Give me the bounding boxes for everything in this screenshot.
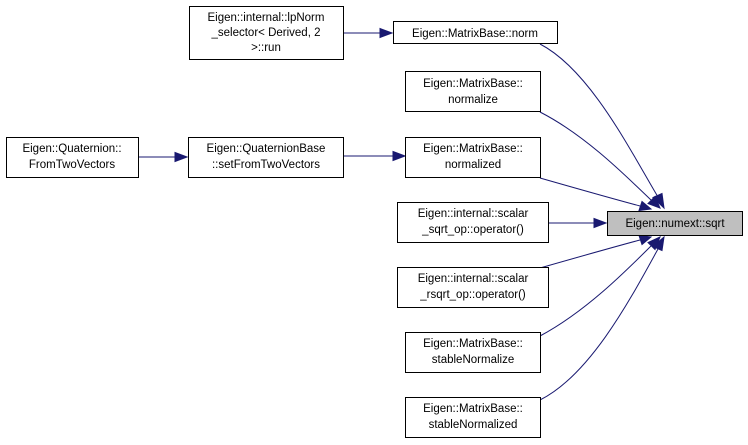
arrowhead-norm [379, 27, 394, 39]
edges [139, 27, 665, 401]
node-line: stableNormalized [429, 419, 518, 431]
node-line: Eigen::internal::scalar [418, 208, 529, 220]
arrowhead-sqrt-from-scalar-sqrt-op [593, 217, 608, 229]
node-line: normalized [445, 159, 501, 171]
edge-normalize-to-sqrt [539, 111, 653, 202]
node-line: Eigen::MatrixBase:: [423, 143, 523, 155]
node-lpnorm-selector-run[interactable]: Eigen::internal::lpNorm _selector< Deriv… [189, 6, 344, 60]
arrowhead-sqrt-from-stable-normalized [652, 235, 665, 252]
node-line: _sqrt_op::operator() [421, 224, 524, 236]
node-line: Eigen::MatrixBase::norm [412, 28, 538, 40]
arrowhead-normalized [392, 150, 407, 162]
node-numext-sqrt[interactable]: Eigen::numext::sqrt [607, 211, 743, 236]
node-scalar-sqrt-op-operator[interactable]: Eigen::internal::scalar _sqrt_op::operat… [397, 202, 549, 243]
node-line: Eigen::QuaternionBase [207, 143, 326, 155]
node-line: Eigen::Quaternion:: [22, 143, 121, 155]
node-line: Eigen::numext::sqrt [625, 218, 725, 230]
node-quaternion-from-two-vectors[interactable]: Eigen::Quaternion:: FromTwoVectors [6, 137, 139, 178]
node-line: Eigen::internal::scalar [418, 273, 529, 285]
edge-normalized-to-sqrt [539, 177, 641, 207]
node-line: Eigen::MatrixBase:: [423, 78, 523, 90]
node-line: _selector< Derived, 2 [211, 27, 321, 39]
node-matrixbase-norm[interactable]: Eigen::MatrixBase::norm [393, 21, 558, 44]
node-line: stableNormalize [432, 354, 514, 366]
node-quaternionbase-set-from-two-vectors[interactable]: Eigen::QuaternionBase ::setFromTwoVector… [188, 137, 344, 178]
edge-stable-normalize-to-sqrt [539, 244, 653, 337]
edge-norm-to-sqrt [539, 43, 659, 198]
node-matrixbase-stable-normalize[interactable]: Eigen::MatrixBase:: stableNormalize [405, 332, 541, 373]
node-line: _rsqrt_op::operator() [419, 289, 526, 301]
node-line: >::run [251, 42, 281, 54]
arrowhead-set-from-two-vectors [174, 151, 189, 163]
node-line: Eigen::MatrixBase:: [423, 338, 523, 350]
node-line: Eigen::MatrixBase:: [423, 403, 523, 415]
node-scalar-rsqrt-op-operator[interactable]: Eigen::internal::scalar _rsqrt_op::opera… [397, 267, 549, 308]
node-line: ::setFromTwoVectors [212, 159, 320, 171]
node-line: FromTwoVectors [29, 159, 116, 171]
node-matrixbase-normalize[interactable]: Eigen::MatrixBase:: normalize [405, 71, 541, 112]
arrowhead-sqrt-from-normalize [647, 195, 661, 209]
node-matrixbase-stable-normalized[interactable]: Eigen::MatrixBase:: stableNormalized [405, 397, 541, 438]
arrowhead-sqrt-from-scalar-rsqrt-op [638, 234, 653, 246]
node-line: Eigen::internal::lpNorm [208, 12, 325, 24]
edge-scalar-rsqrt-op-to-sqrt [539, 239, 641, 269]
node-line: normalize [448, 94, 498, 106]
edge-stable-normalized-to-sqrt [539, 248, 659, 401]
arrowhead-sqrt-from-normalized [638, 200, 653, 212]
node-matrixbase-normalized[interactable]: Eigen::MatrixBase:: normalized [405, 137, 541, 178]
